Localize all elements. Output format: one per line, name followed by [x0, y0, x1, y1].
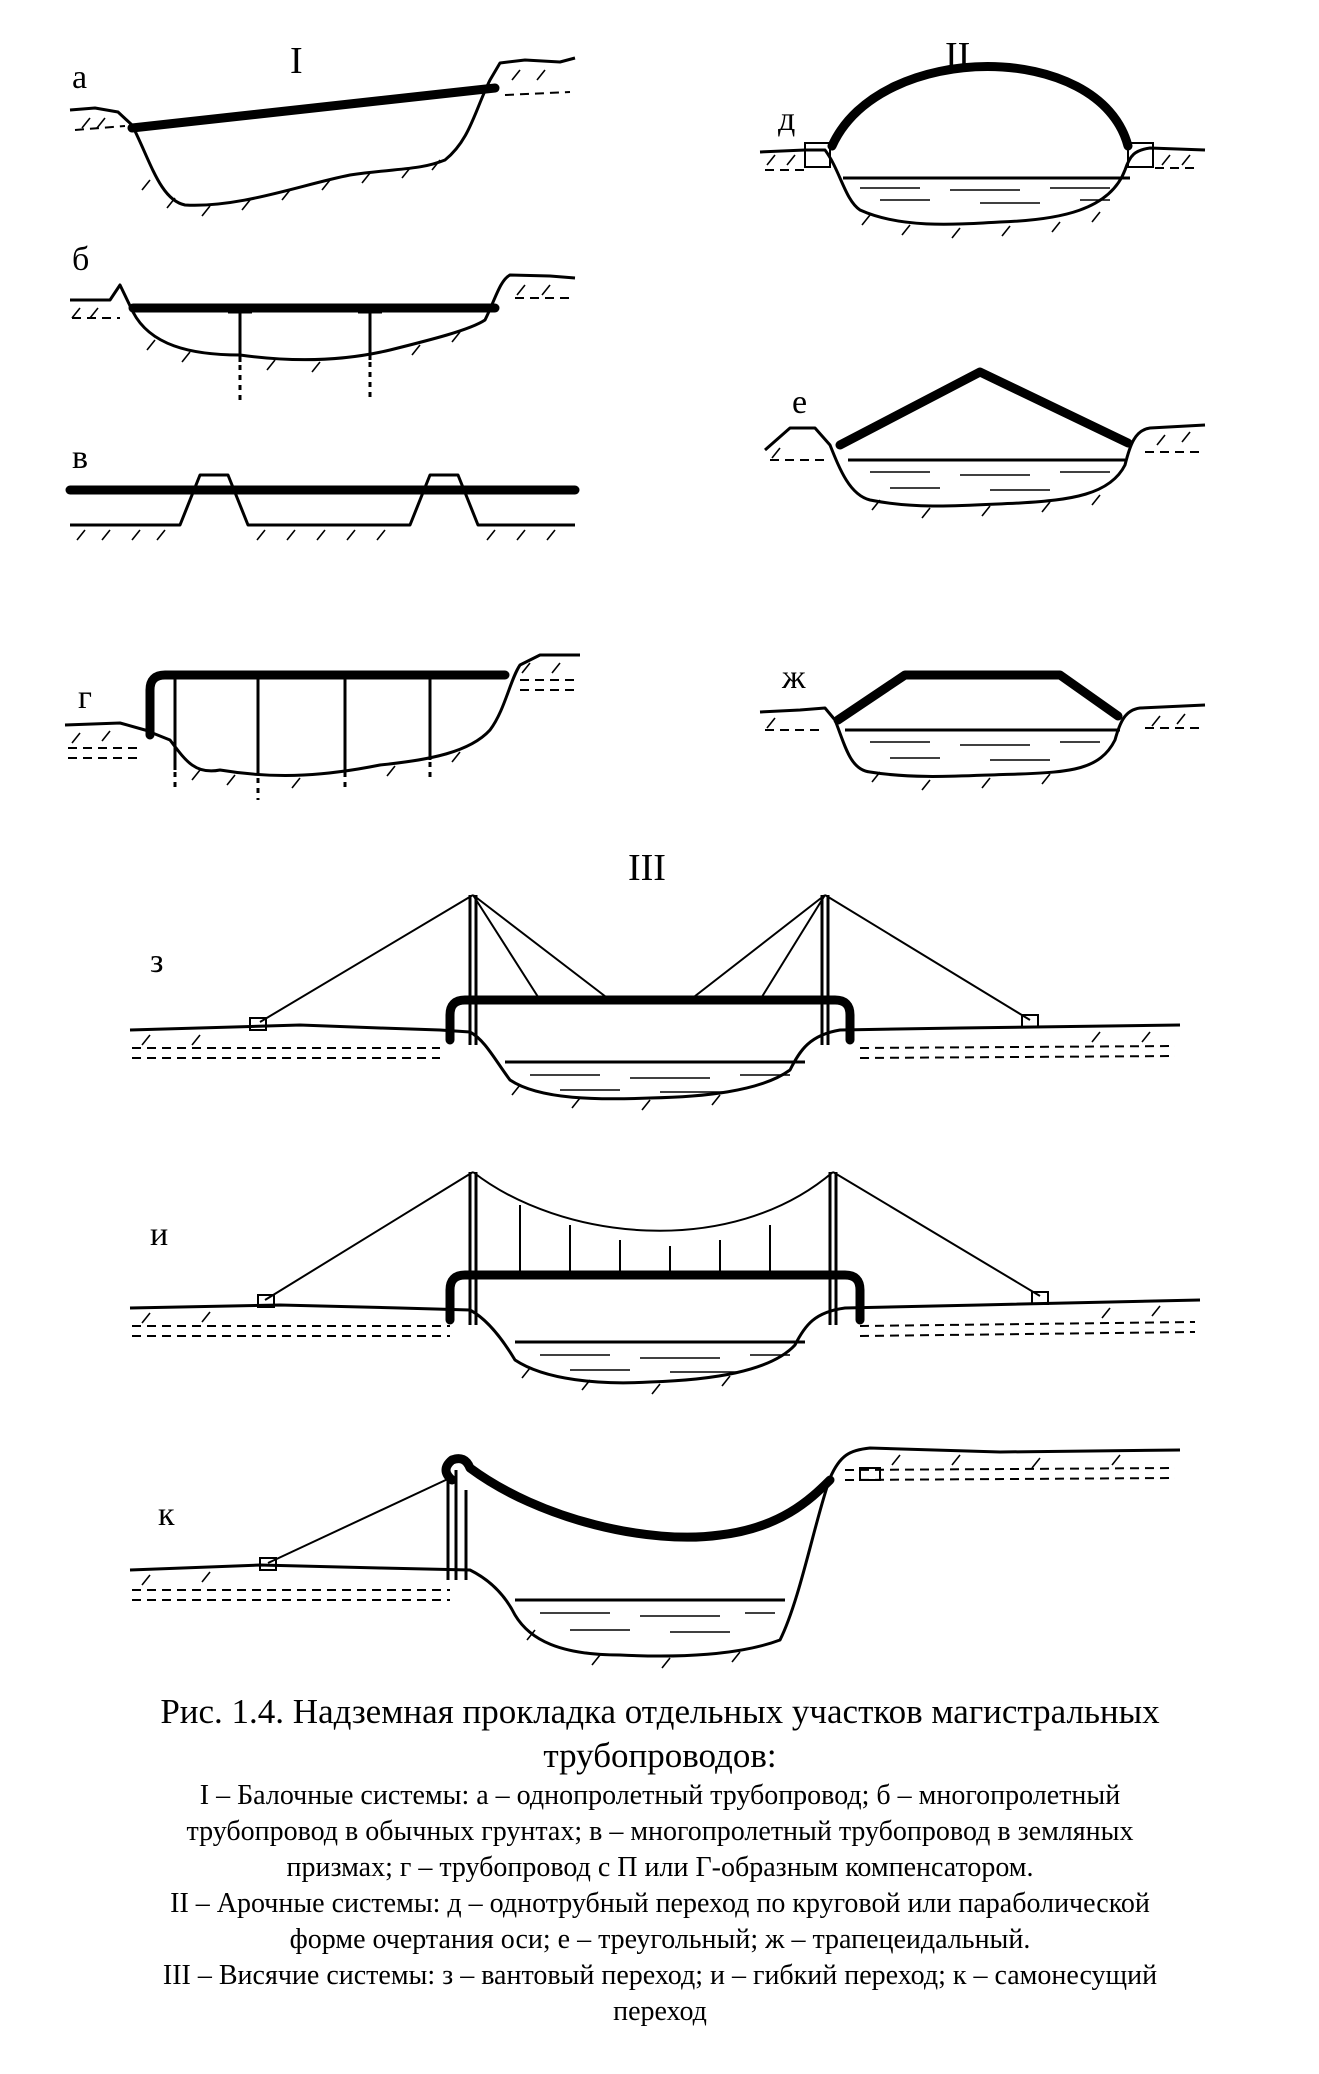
- label-a: а: [72, 59, 87, 96]
- label-z: з: [150, 943, 163, 980]
- label-g: г: [78, 679, 92, 716]
- abutment-right: [859, 1467, 881, 1481]
- abutment-left: [804, 142, 831, 168]
- label-i: и: [150, 1216, 168, 1253]
- caption-title: Рис. 1.4. Надземная прокладка отдельных …: [160, 1692, 1160, 1775]
- diagram-i-flexible-suspension: и: [129, 1171, 1201, 1395]
- label-k: к: [158, 1496, 175, 1533]
- anchor-right: [1021, 1014, 1039, 1028]
- caption-line: форме очертания оси; е – треугольный; ж …: [289, 1924, 1031, 1955]
- section-heading-iii: III: [628, 847, 666, 889]
- label-b: б: [72, 241, 89, 278]
- anchor-left: [249, 1017, 267, 1031]
- caption-line: трубопровод в обычных грунтах; в – много…: [186, 1816, 1134, 1847]
- anchor-left: [257, 1294, 275, 1308]
- caption-line: призмах; г – трубопровод с П или Г-образ…: [286, 1852, 1034, 1883]
- pipeline-crossings-figure: I II III а б в г д: [64, 35, 1206, 1669]
- figure-caption: Рис. 1.4. Надземная прокладка отдельных …: [40, 1690, 1280, 2030]
- caption-line: переход: [613, 1996, 707, 2027]
- anchor-left: [259, 1557, 277, 1571]
- label-e: е: [792, 384, 807, 421]
- diagram-v-earth-prisms: в: [65, 439, 580, 541]
- label-d: д: [778, 101, 795, 138]
- diagram-zh-trapezoidal-arch: ж: [759, 659, 1206, 791]
- abutment-right: [1127, 142, 1154, 168]
- diagram-g-compensator: г: [64, 653, 580, 800]
- caption-line: I – Балочные системы: а – однопролетный …: [199, 1780, 1121, 1811]
- section-heading-i: I: [290, 40, 303, 82]
- caption-line: III – Висячие системы: з – вантовый пере…: [162, 1960, 1158, 1991]
- diagram-b-multi-span-beam: б: [70, 241, 576, 400]
- diagram-a-single-span-beam: а: [69, 56, 576, 217]
- label-v: в: [72, 439, 88, 476]
- diagram-d-circular-arch: д: [759, 62, 1206, 239]
- diagram-z-cable-stayed: з: [129, 894, 1181, 1111]
- diagram-k-self-supporting: к: [129, 1446, 1181, 1669]
- caption-line: II – Арочные системы: д – однотрубный пе…: [170, 1888, 1150, 1919]
- anchor-right: [1031, 1291, 1049, 1305]
- label-zh: ж: [781, 659, 806, 696]
- diagram-e-triangular-arch: е: [764, 367, 1206, 519]
